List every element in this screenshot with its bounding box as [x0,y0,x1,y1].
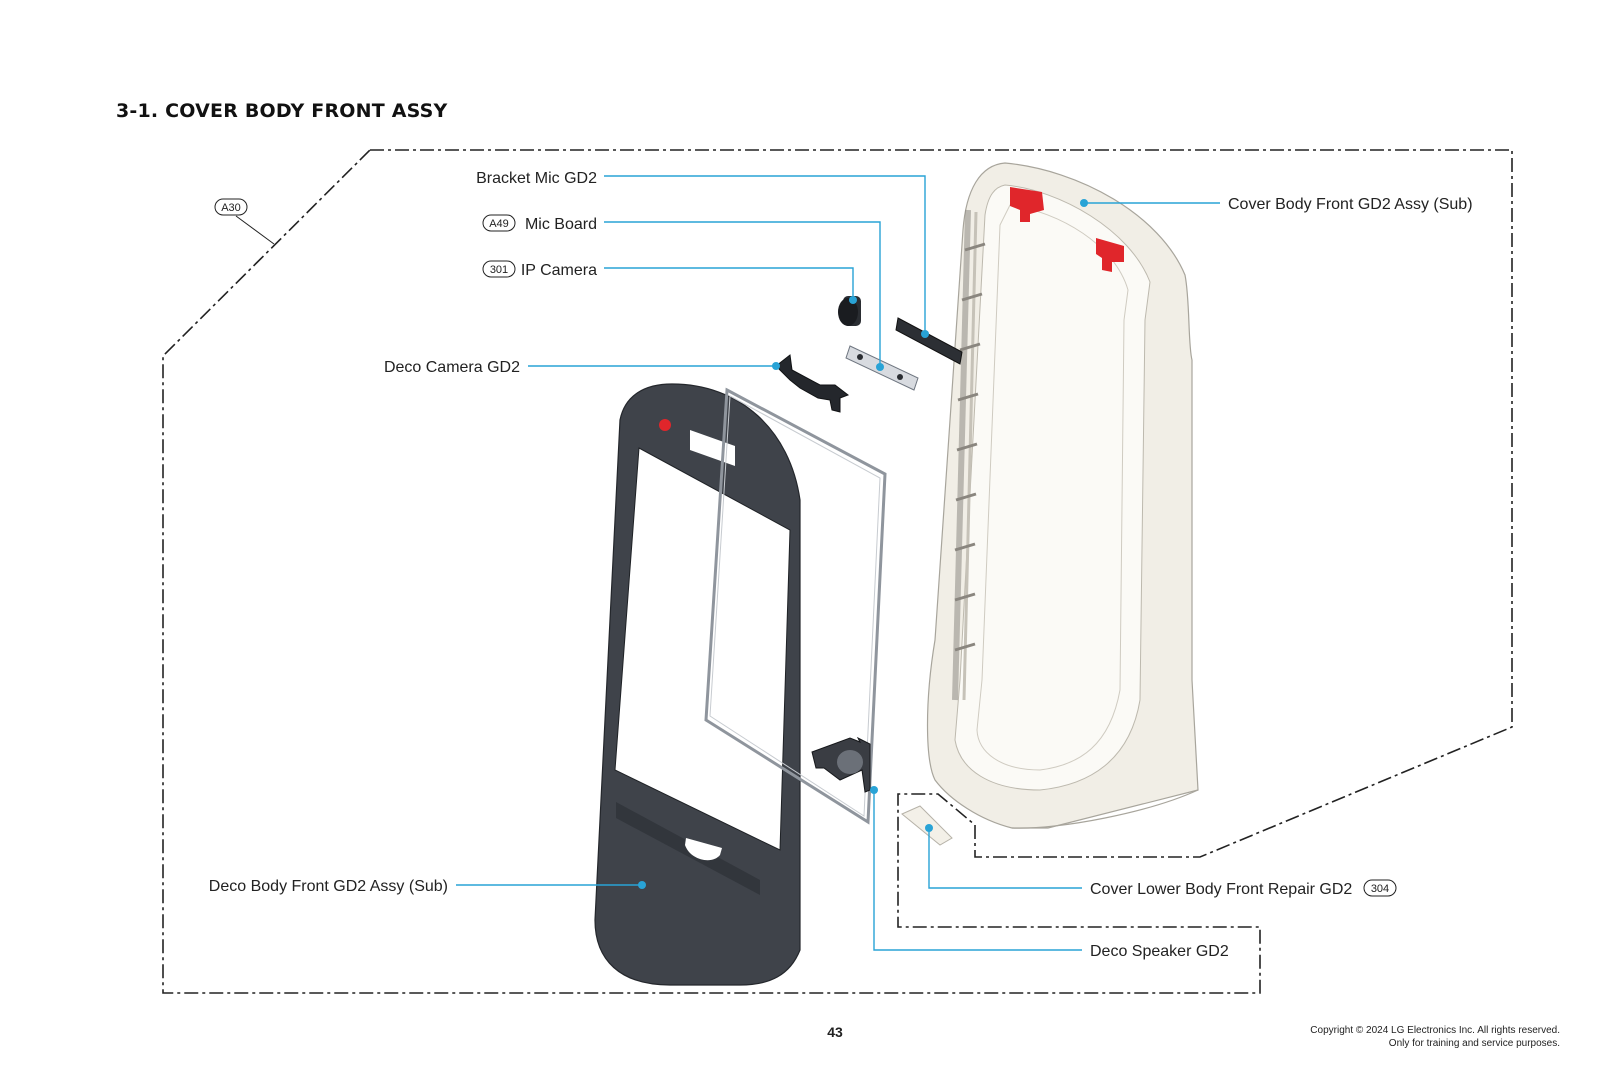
tag-ip-camera: 301 [482,260,516,278]
leader-lines [456,175,1220,951]
label-deco-camera: Deco Camera GD2 [384,359,520,376]
svg-text:304: 304 [1371,883,1389,895]
mic-board-part [845,345,919,391]
svg-text:A49: A49 [489,218,509,230]
ip-camera-part [838,296,861,326]
cover-body-front-part [926,162,1199,829]
tag-cover-lower-body: 304 [1363,879,1397,897]
label-deco-speaker: Deco Speaker GD2 [1090,943,1229,960]
label-bracket-mic: Bracket Mic GD2 [476,170,597,187]
cover-lower-body-part [901,805,953,846]
label-cover-lower-body: Cover Lower Body Front Repair GD2 [1090,881,1352,898]
label-mic-board: Mic Board [525,216,597,233]
assembly-boundary [162,149,1513,994]
page-number: 43 [827,1024,843,1040]
label-cover-body-front: Cover Body Front GD2 Assy (Sub) [1228,196,1473,213]
copyright-line-2: Only for training and service purposes. [1388,1038,1560,1049]
group-tag-leader [235,215,275,245]
section-title: 3-1. COVER BODY FRONT ASSY [116,100,448,122]
bracket-mic-part [895,317,963,365]
glass-panel-part [704,387,887,825]
label-deco-body-front: Deco Body Front GD2 Assy (Sub) [209,878,448,895]
svg-text:301: 301 [490,264,508,276]
label-ip-camera: IP Camera [521,262,597,279]
deco-camera-part [772,354,850,413]
deco-speaker-part [811,736,878,794]
svg-text:A30: A30 [221,202,241,214]
copyright-notice: Copyright © 2024 LG Electronics Inc. All… [1310,1024,1560,1050]
deco-body-front-part [594,383,801,986]
group-tag-a30: A30 [214,198,248,216]
copyright-line-1: Copyright © 2024 LG Electronics Inc. All… [1310,1025,1560,1036]
tag-mic-board: A49 [482,214,516,232]
